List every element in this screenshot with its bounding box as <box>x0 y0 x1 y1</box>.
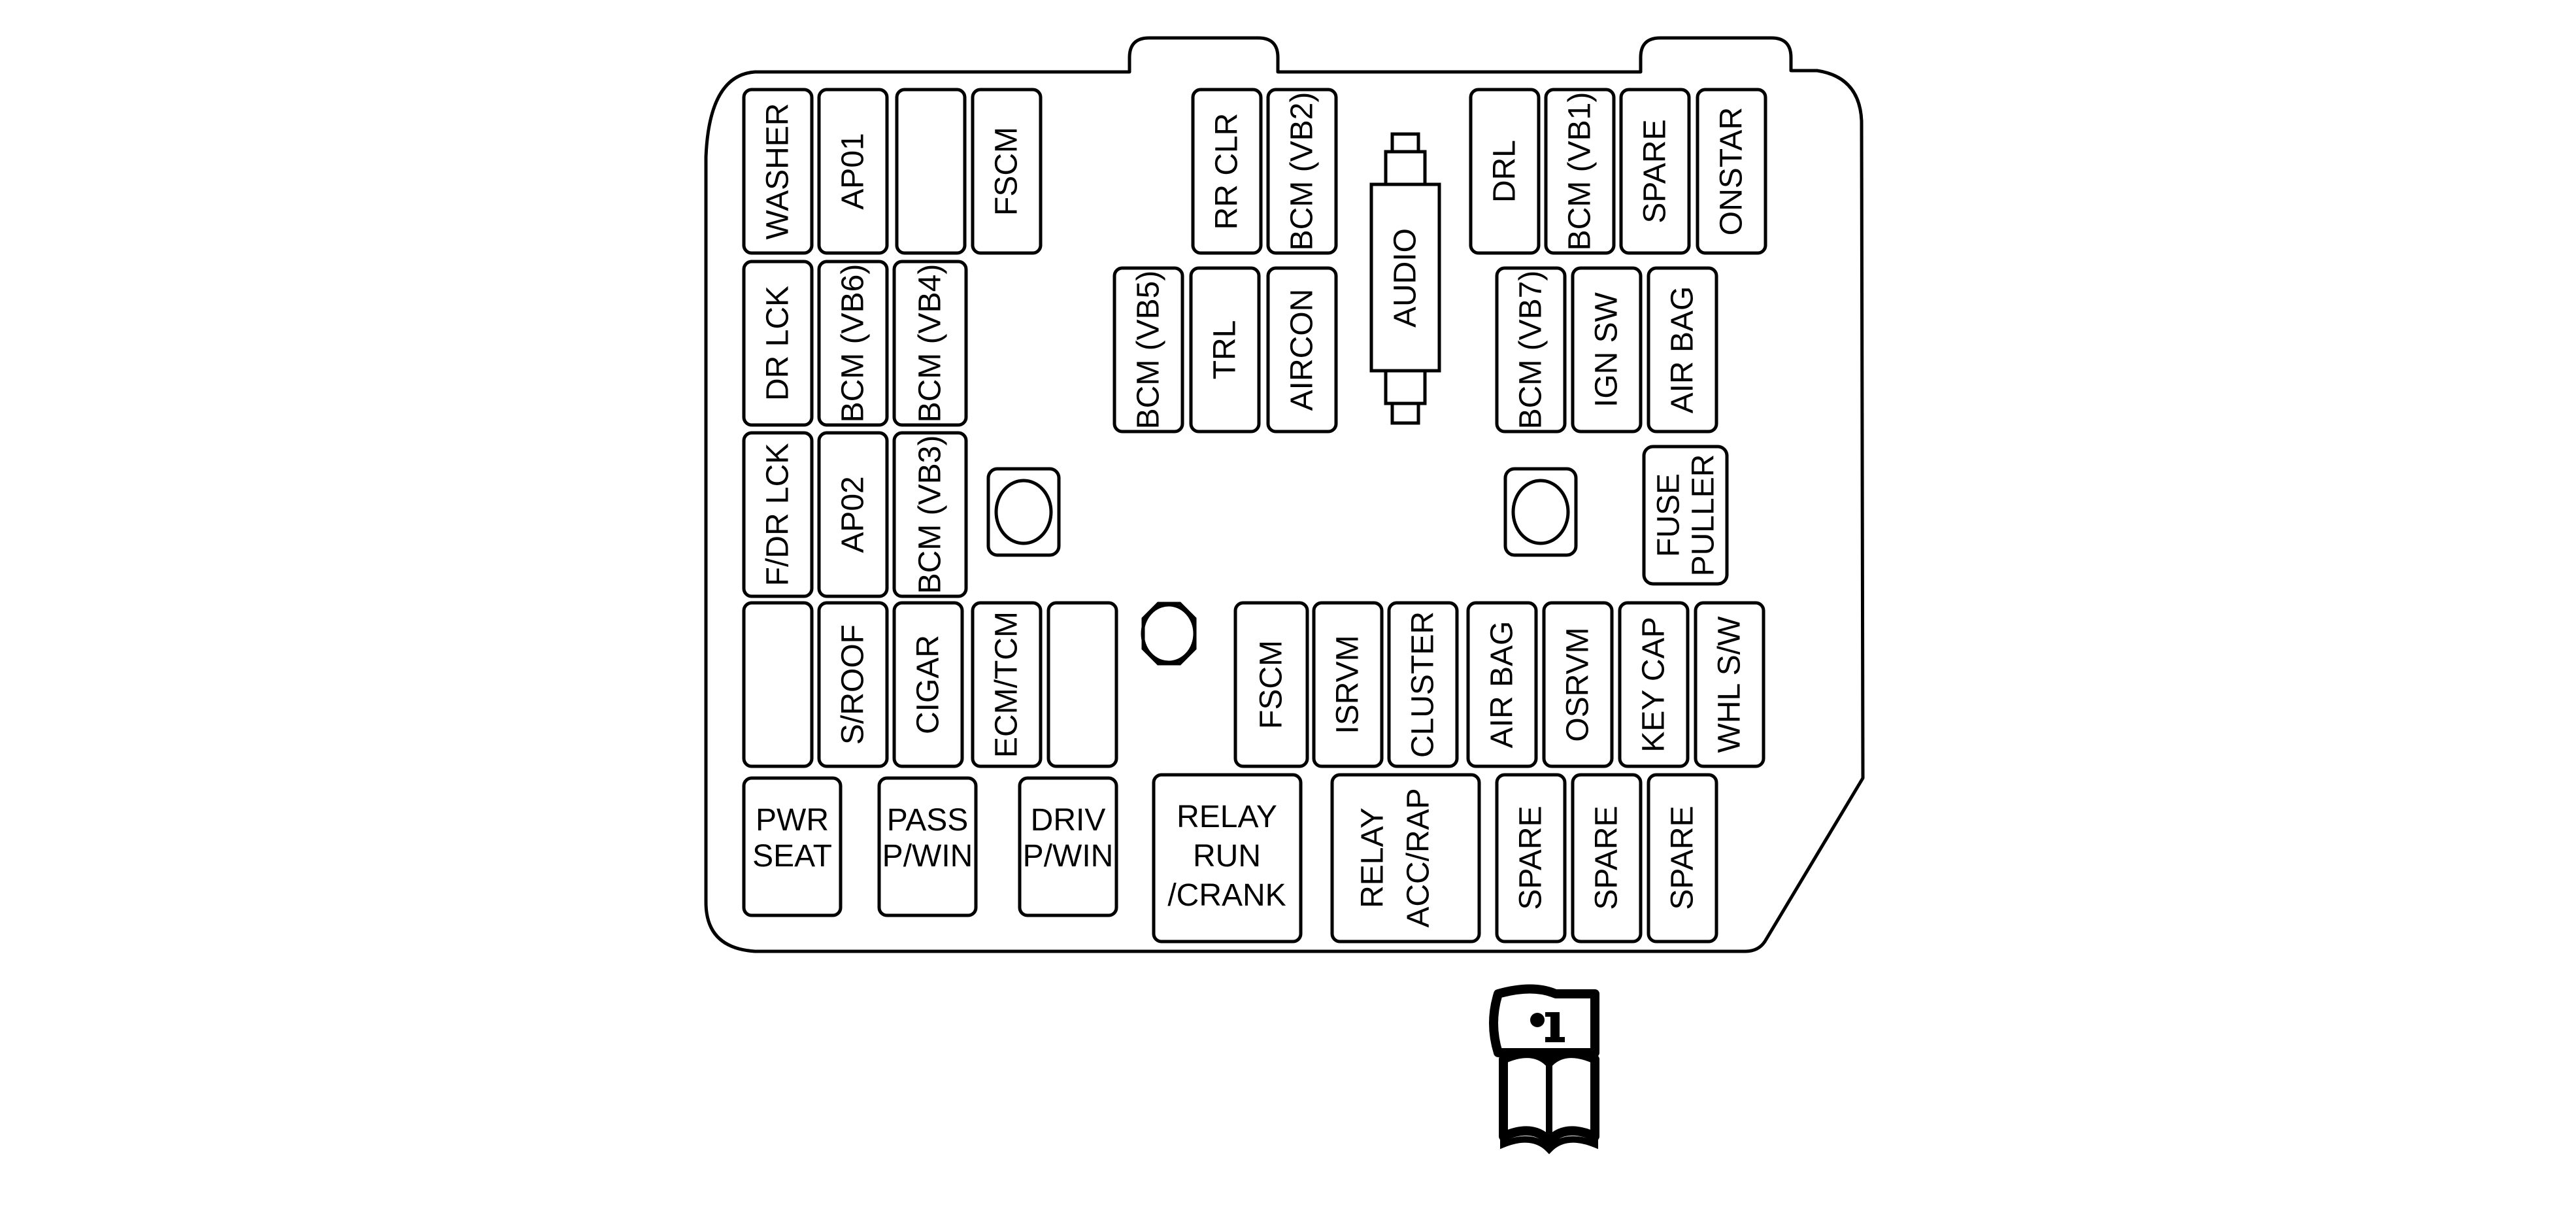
fuse-osrvm-label: OSRVM <box>1561 627 1596 741</box>
fuse-dr-lck: DR LCK <box>742 260 814 427</box>
fuse-spare-bottom-2: SPARE <box>1571 773 1643 944</box>
fuse-s-roof: S/ROOF <box>817 601 889 768</box>
fuse-ign-sw: IGN SW <box>1571 266 1643 434</box>
mounting-post-right <box>1503 467 1578 557</box>
fuse-ign-sw-label: IGN SW <box>1590 292 1624 407</box>
fuse-spare-bottom-1-label: SPARE <box>1514 806 1548 910</box>
fuse-bcm-vb2: BCM (VB2) <box>1266 88 1338 255</box>
fuse-isrvm: ISRVM <box>1312 601 1384 768</box>
fuse-trl-label: TRL <box>1208 320 1243 380</box>
fuse-ap01-label: AP01 <box>836 133 871 209</box>
relay-run-crank-line1: RELAY <box>1177 800 1277 834</box>
fuse-trl: TRL <box>1189 266 1261 434</box>
fuse-bcm-vb2-label: BCM (VB2) <box>1285 92 1320 251</box>
fuse-ap02: AP02 <box>817 431 889 598</box>
fuse-s-roof-label: S/ROOF <box>836 624 871 745</box>
fuse-puller: FUSE PULLER <box>1642 445 1729 586</box>
relay-pass-pwin-line1: PASS <box>887 803 969 838</box>
fuse-air-bag-mid: AIR BAG <box>1647 266 1718 434</box>
fuse-cigar: CIGAR <box>892 601 964 768</box>
relay-run-crank-line3: /CRANK <box>1167 878 1286 913</box>
fuse-cigar-label: CIGAR <box>911 635 946 734</box>
fuse-fscm-top-label: FSCM <box>990 127 1024 216</box>
fuse-bcm-vb6: BCM (VB6) <box>817 260 889 427</box>
fuse-spare-bottom-1: SPARE <box>1495 773 1567 944</box>
relay-driv-pwin-line1: DRIV <box>1031 803 1106 838</box>
fuse-osrvm: OSRVM <box>1542 601 1614 768</box>
fuse-bcm-vb1: BCM (VB1) <box>1544 88 1616 255</box>
fuse-bcm-vb7-label: BCM (VB7) <box>1514 271 1548 430</box>
fuse-ecm-tcm: ECM/TCM <box>971 601 1043 768</box>
fuse-fscm-mid: FSCM <box>1233 601 1309 768</box>
fuse-onstar: ONSTAR <box>1696 88 1767 255</box>
fuse-ecm-tcm-label: ECM/TCM <box>990 611 1024 758</box>
fuse-drl: DRL <box>1469 88 1541 255</box>
fuse-rr-clr-label: RR CLR <box>1210 113 1245 230</box>
fuse-bcm-vb7: BCM (VB7) <box>1495 266 1567 434</box>
fuse-f-dr-lck-label: F/DR LCK <box>761 443 795 586</box>
fuse-whl-sw-label: WHL S/W <box>1713 616 1747 753</box>
relay-pass-pwin: PASS P/WIN <box>877 776 978 917</box>
relay-pwr-seat: PWR SEAT <box>742 776 843 917</box>
fuse-bcm-vb4: BCM (VB4) <box>892 260 968 427</box>
fuse-spare-bottom-3: SPARE <box>1647 773 1718 944</box>
fuse-bcm-vb3: BCM (VB3) <box>892 431 968 598</box>
fuse-air-bag-mid-label: AIR BAG <box>1665 286 1700 414</box>
fuse-drl-label: DRL <box>1488 140 1522 203</box>
fuse-bcm-vb5-label: BCM (VB5) <box>1131 271 1166 430</box>
fuse-bcm-vb4-label: BCM (VB4) <box>913 264 948 423</box>
fuse-washer: WASHER <box>742 88 814 255</box>
fuse-cluster-label: CLUSTER <box>1406 611 1441 758</box>
fuse-audio-label: AUDIO <box>1388 228 1423 328</box>
relay-driv-pwin-line2: P/WIN <box>1023 839 1114 874</box>
fuse-dr-lck-label: DR LCK <box>761 286 795 401</box>
fuse-ap02-label: AP02 <box>836 476 871 552</box>
fuse-aircon: AIRCON <box>1266 266 1338 434</box>
fuse-spare-top-label: SPARE <box>1638 119 1673 223</box>
fuse-isrvm-label: ISRVM <box>1331 635 1365 734</box>
fuse-key-cap-label: KEY CAP <box>1637 617 1671 752</box>
mounting-post-left <box>986 467 1061 557</box>
fuse-air-bag-low: AIR BAG <box>1466 601 1538 768</box>
fuse-bcm-vb3-label: BCM (VB3) <box>913 435 948 594</box>
fuse-ap01: AP01 <box>817 88 889 255</box>
relay-pwr-seat-line2: SEAT <box>752 839 832 874</box>
relay-pass-pwin-line2: P/WIN <box>882 839 973 874</box>
relay-run-crank: RELAY RUN /CRANK <box>1152 773 1303 944</box>
fuse-f-dr-lck: F/DR LCK <box>742 431 814 598</box>
fuse-audio: AUDIO <box>1369 132 1441 425</box>
fuse-rr-clr: RR CLR <box>1191 88 1263 255</box>
fuse-air-bag-low-label: AIR BAG <box>1485 621 1520 749</box>
fuse-bcm-vb5: BCM (VB5) <box>1112 266 1184 434</box>
fuse-cluster: CLUSTER <box>1387 601 1459 768</box>
fuse-blank-3 <box>1046 601 1118 768</box>
relay-pwr-seat-line1: PWR <box>756 803 829 838</box>
fuse-fscm-top: FSCM <box>971 88 1043 255</box>
fuse-onstar-label: ONSTAR <box>1715 107 1749 235</box>
fuse-washer-label: WASHER <box>761 103 795 240</box>
fuse-whl-sw: WHL S/W <box>1694 601 1765 768</box>
fuse-bcm-vb1-label: BCM (VB1) <box>1563 92 1597 251</box>
relay-acc-rap-line1: RELAY <box>1356 808 1390 908</box>
fuse-puller-line2: PULLER <box>1686 454 1721 577</box>
fuse-key-cap: KEY CAP <box>1618 601 1690 768</box>
fuse-spare-bottom-2-label: SPARE <box>1590 806 1624 910</box>
fuse-puller-line1: FUSE <box>1652 473 1686 557</box>
relay-acc-rap-line2: ACC/RAP <box>1401 788 1436 927</box>
fuse-bcm-vb6-label: BCM (VB6) <box>836 264 871 423</box>
relay-driv-pwin: DRIV P/WIN <box>1018 776 1118 917</box>
fuse-fscm-mid-label: FSCM <box>1254 640 1289 729</box>
fuse-blank-2 <box>742 601 814 768</box>
fuse-blank-1 <box>895 88 967 255</box>
mounting-post-octagon <box>1141 602 1197 666</box>
fuse-spare-bottom-3-label: SPARE <box>1665 806 1700 910</box>
relay-run-crank-line2: RUN <box>1193 839 1261 874</box>
fuse-aircon-label: AIRCON <box>1285 289 1320 411</box>
owner-manual-info-icon <box>1489 984 1599 1155</box>
fuse-spare-top: SPARE <box>1619 88 1691 255</box>
relay-acc-rap: RELAY ACC/RAP <box>1330 773 1481 944</box>
